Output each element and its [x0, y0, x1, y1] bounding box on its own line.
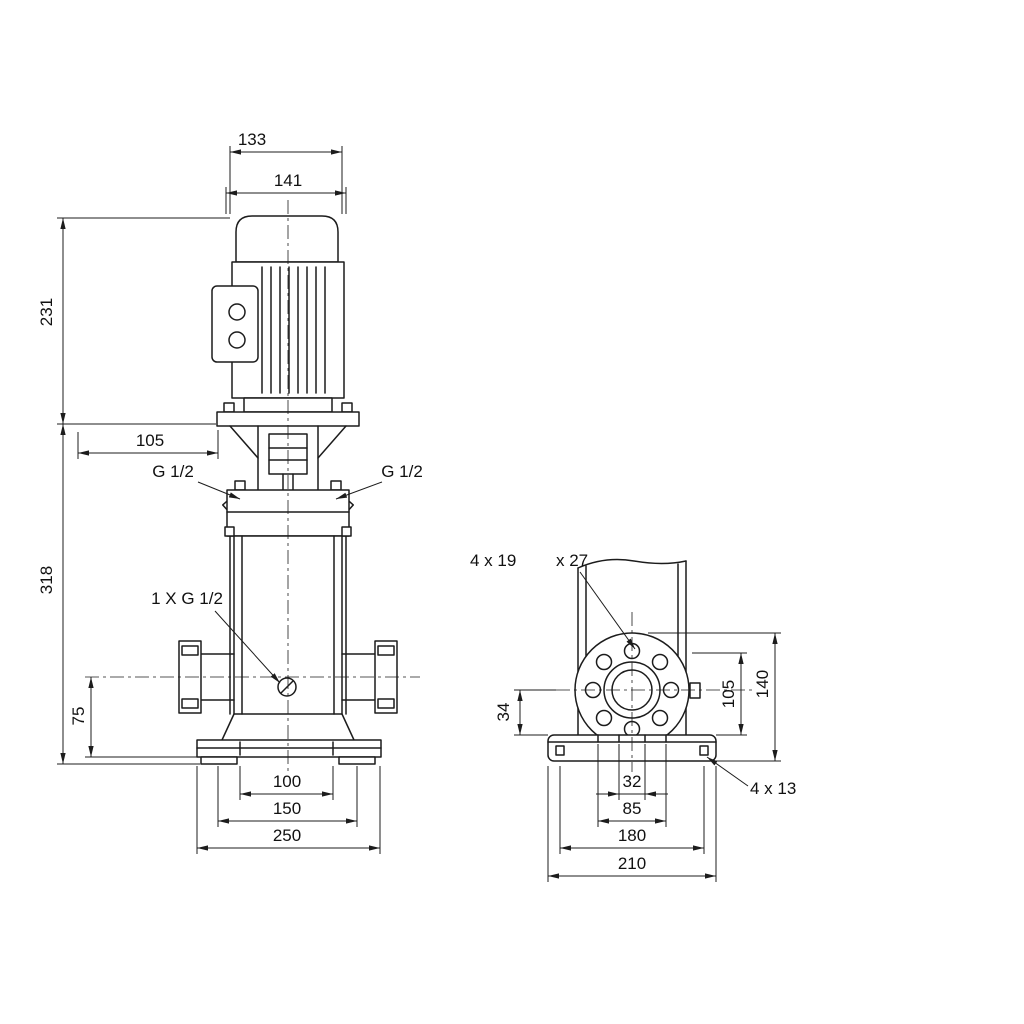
label-port-left: G 1/2 [152, 462, 194, 481]
dim-head-offset: 105 [136, 431, 164, 450]
label-drain-port: 1 X G 1/2 [151, 589, 223, 608]
dim-base-width: 250 [273, 826, 301, 845]
dim-base-depth: 210 [618, 854, 646, 873]
dim-pump-height: 318 [37, 566, 56, 594]
drain-plug [277, 677, 297, 697]
label-base-holes: 4 x 13 [750, 779, 796, 798]
dim-motor-height: 231 [37, 298, 56, 326]
dimension-lines [57, 146, 781, 882]
label-flange-holes-b: x 27 [556, 551, 588, 570]
dim-base-hole-span: 180 [618, 826, 646, 845]
dim-bolt-span-32: 32 [623, 772, 642, 791]
dim-foot-width: 150 [273, 799, 301, 818]
label-port-right: G 1/2 [381, 462, 423, 481]
dim-fan-cover-width: 133 [238, 130, 266, 149]
dim-base-holes-span: 100 [273, 772, 301, 791]
side-view [547, 558, 717, 762]
port-flange-face [574, 632, 701, 748]
centerlines [85, 200, 752, 774]
dim-flange-center-height: 105 [719, 680, 738, 708]
pump-base-front [196, 713, 382, 765]
dim-flange-top-height: 140 [753, 670, 772, 698]
gauge-plug [689, 682, 701, 699]
dimension-labels: 133 141 231 105 318 G 1/2 G 1/2 1 X G 1/… [37, 130, 796, 873]
dim-base-to-centerline: 34 [494, 703, 513, 722]
dim-port-height: 75 [69, 707, 88, 726]
pump-column-side [577, 558, 687, 736]
label-flange-holes-a: 4 x 19 [470, 551, 516, 570]
dim-motor-width: 141 [274, 171, 302, 190]
terminal-box [211, 285, 259, 363]
dim-bolt-span-85: 85 [623, 799, 642, 818]
